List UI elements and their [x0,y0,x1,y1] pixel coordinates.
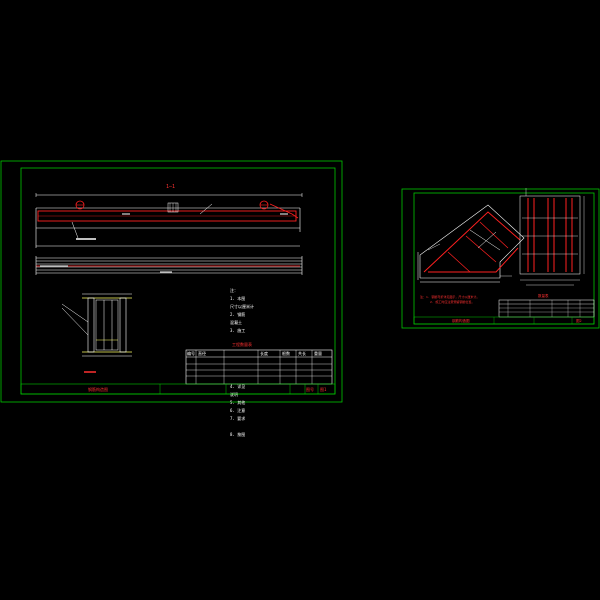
sheet-2-note: 2. 施工时应注意预留钢筋位置。 [430,299,474,304]
sheet-2: 注：1. 钢筋弯折详见图示，尺寸以厘米计。 2. 施工时应注意预留钢筋位置。 数… [401,188,600,329]
table-header: 共长 [298,350,306,356]
sheet-1: 1—1 [0,160,343,437]
sheet-2-title-block: 钢筋构造图 图2 [413,316,595,325]
table-header: 长度 [260,350,268,356]
note-line: 2. 钢筋 [230,311,245,317]
sheet-2-note: 注：1. 钢筋弯折详见图示，尺寸以厘米计。 [420,294,479,299]
note-line: 7. 要求 [230,415,245,421]
sheet-2-inner-frame [413,192,595,325]
note-line: 混凝土 [230,319,242,325]
sheet-2-table-title: 数量表 [538,293,549,298]
title-block: 钢筋构造图 图号 图1 [20,383,336,395]
note-line: 4. 详见 [230,383,245,389]
quantity-table: 工程数量表 编号 直径 长度 根数 共长 重量 [185,341,333,385]
sheet-2-outer-frame [401,188,600,329]
sheet-label: 图号 [306,386,314,392]
sheet-1-inner-frame [20,167,336,395]
sheet-2-quantity-table: 数量表 [498,293,595,318]
table-header: 重量 [314,350,322,356]
sheet-number: 图1 [320,386,327,392]
notes-column: 注： 1. 本图 尺寸以厘米计 2. 钢筋 混凝土 3. 施工 4. 详见 说明… [230,287,254,437]
note-line: 1. 本图 [230,295,245,301]
note-line: 3. 施工 [230,327,245,333]
note-line: 尺寸以厘米计 [230,303,254,309]
note-line: 5. 其他 [230,399,245,405]
table-header: 直径 [198,350,206,356]
bent-bar-detail [417,204,525,283]
cross-section [61,293,132,373]
table-header: 根数 [282,350,290,356]
plan-view [35,256,303,275]
sheet-2-drawing-name: 钢筋构造图 [452,318,470,323]
sheet-1-outer-frame [0,160,343,403]
sheet-2-number: 图2 [576,319,582,323]
section-cut-symbol [75,200,269,210]
elevation-view: 1—1 [35,184,303,248]
quantity-table-title: 工程数量表 [232,341,252,347]
vertical-bars-detail [519,188,585,286]
elevation-tag: 1—1 [166,184,175,190]
drawing-name: 钢筋构造图 [88,386,108,392]
note-line: 注： [230,287,238,293]
note-line: 8. 按图 [230,431,245,437]
note-line: 6. 注意 [230,407,245,413]
table-header: 编号 [187,350,195,356]
